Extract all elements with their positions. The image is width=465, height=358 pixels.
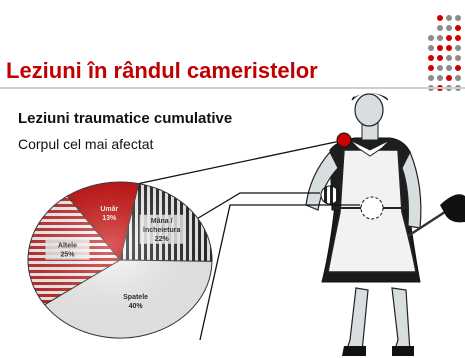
decorative-dot [437, 15, 443, 21]
decorative-dot [446, 15, 452, 21]
decorative-dot [455, 15, 461, 21]
shoulder-marker [336, 132, 352, 148]
decorative-dot [428, 55, 434, 61]
decorative-dot [437, 55, 443, 61]
wrist-marker [320, 185, 340, 205]
decorative-dot [437, 25, 443, 31]
decorative-dot [437, 45, 443, 51]
chart-title: Leziuni traumatice cumulative [18, 110, 233, 127]
housekeeper-illustration [305, 91, 465, 356]
slide-title: Leziuni în rândul cameristelor [6, 58, 318, 83]
title-divider [0, 87, 465, 89]
decorative-dot [455, 65, 461, 71]
decorative-dot [455, 45, 461, 51]
decorative-dot [446, 65, 452, 71]
decorative-dot [446, 45, 452, 51]
decorative-dot [455, 55, 461, 61]
decorative-dot [446, 35, 452, 41]
decorative-dot [437, 75, 443, 81]
decorative-dot [428, 75, 434, 81]
decorative-dot [455, 75, 461, 81]
back-marker [360, 196, 384, 220]
decorative-dot [455, 35, 461, 41]
decorative-dot [428, 65, 434, 71]
decorative-dot [428, 35, 434, 41]
decorative-dot [455, 25, 461, 31]
decorative-dot [437, 65, 443, 71]
decorative-dot [446, 55, 452, 61]
decorative-dot [446, 25, 452, 31]
chart-subtitle: Corpul cel mai afectat [18, 136, 154, 152]
decorative-dot [437, 35, 443, 41]
decorative-dot [428, 45, 434, 51]
decorative-dot [446, 75, 452, 81]
